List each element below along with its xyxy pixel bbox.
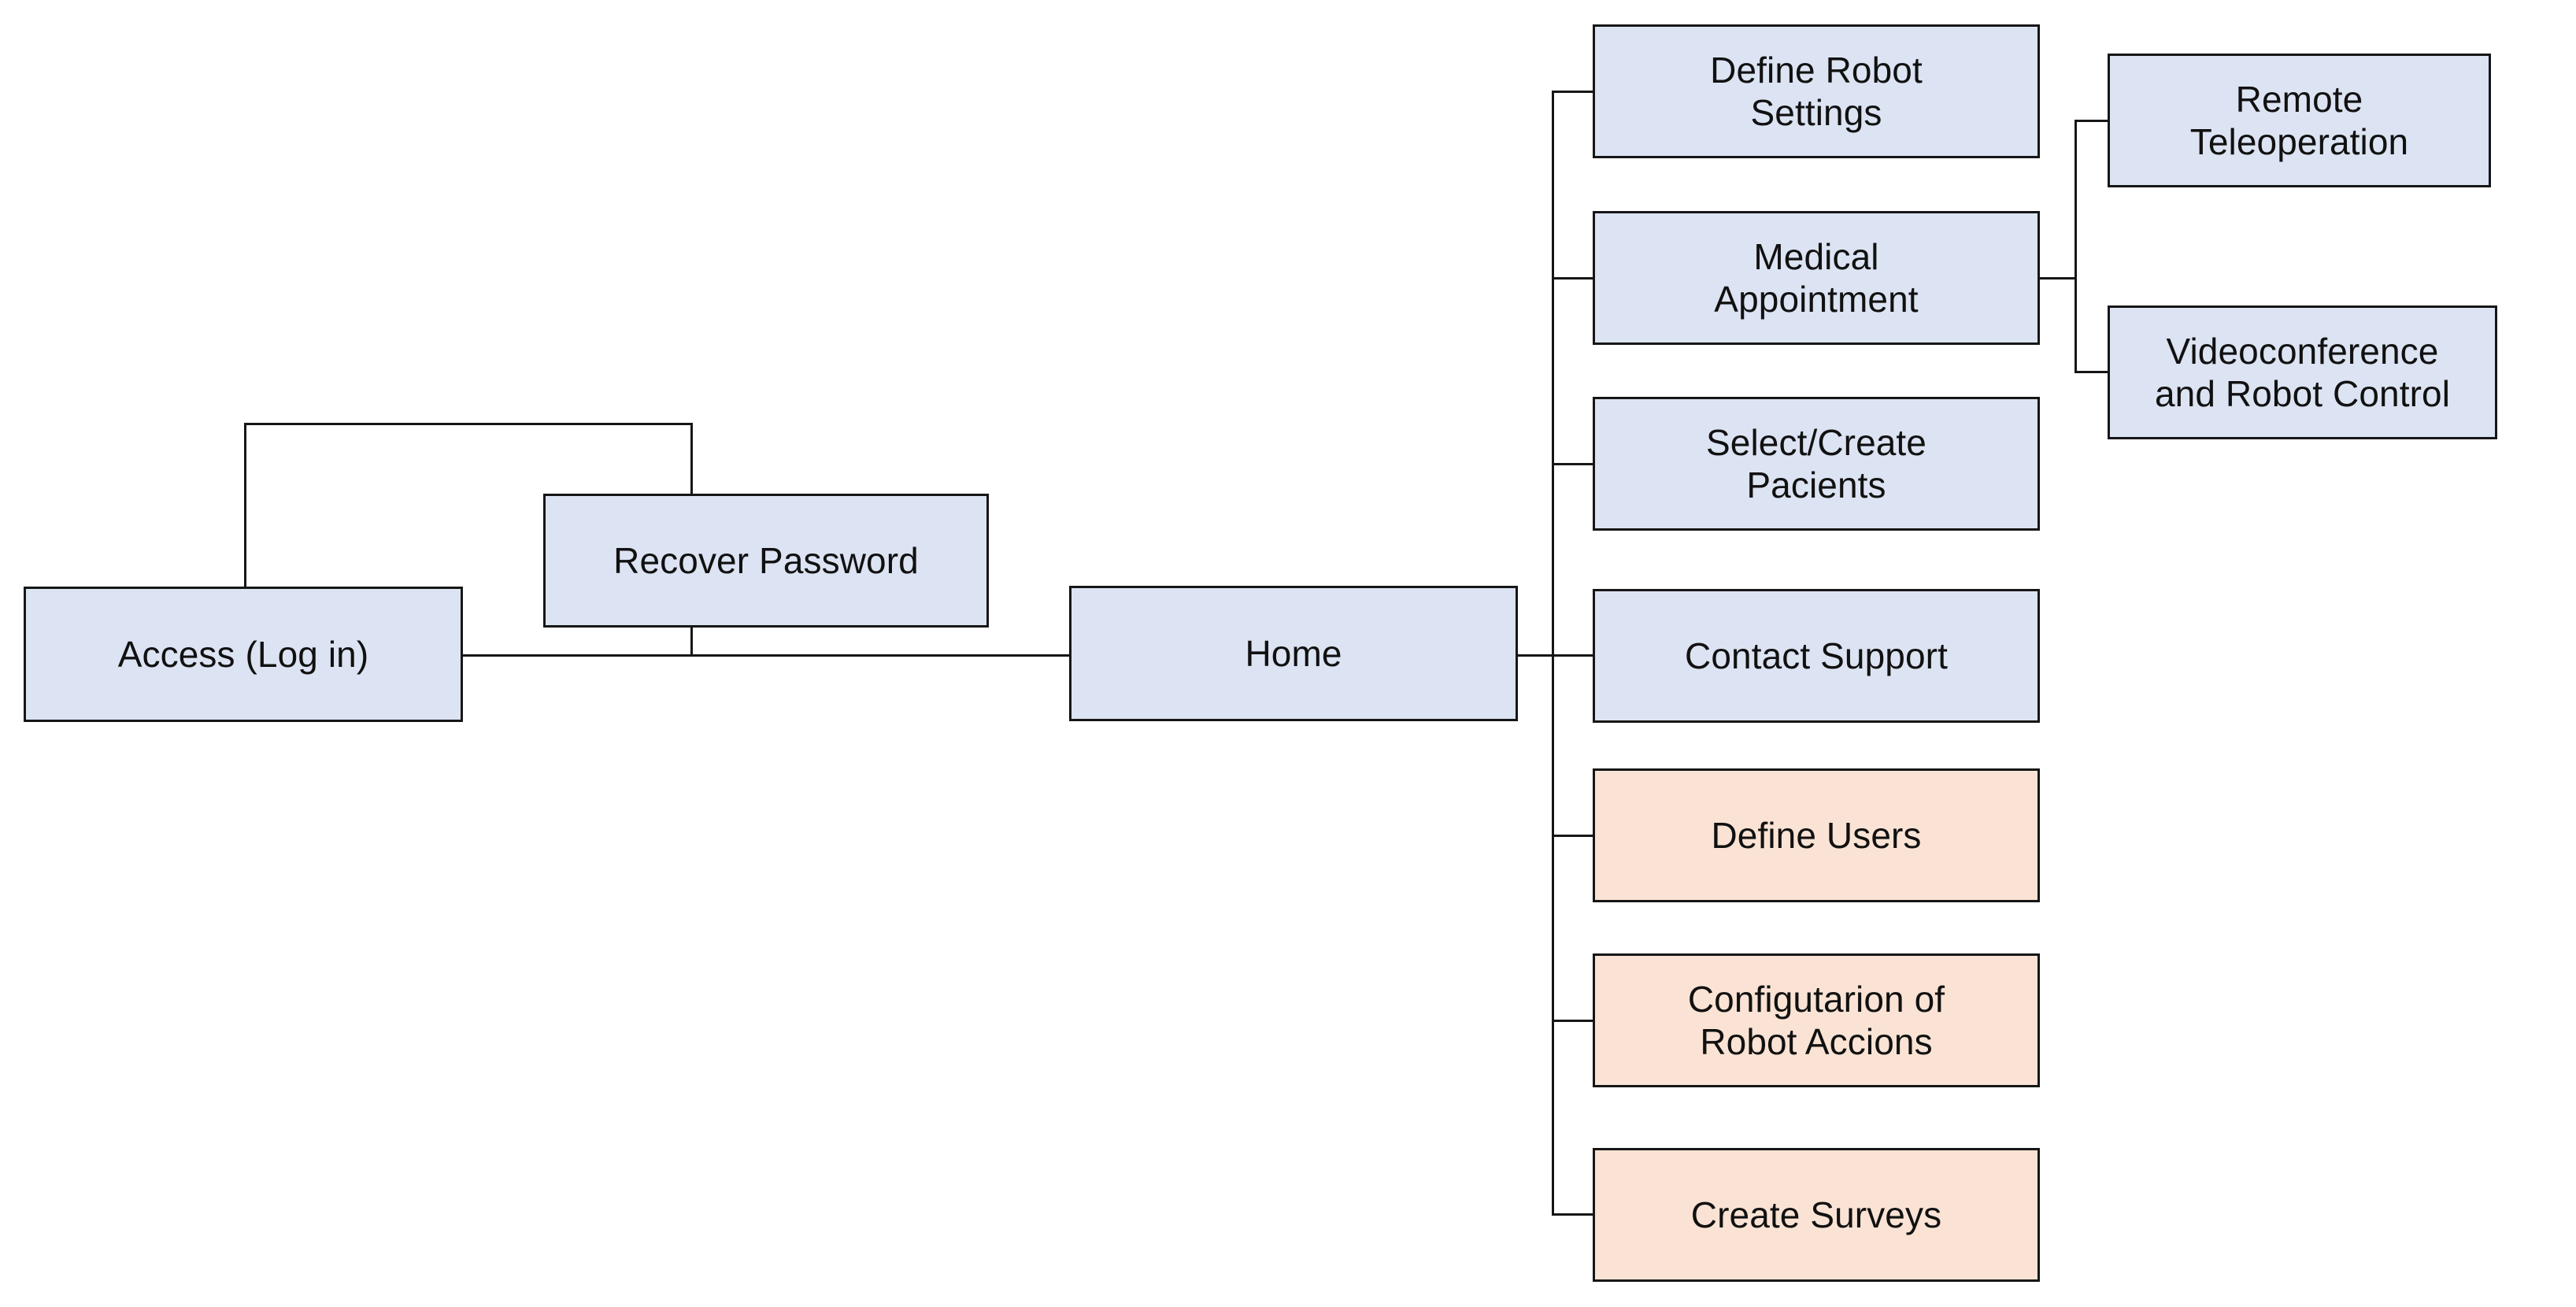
- node-label: Select/Create Pacients: [1706, 421, 1926, 505]
- node-home[interactable]: Home: [1069, 586, 1518, 721]
- connector-stub-medical-appointment: [1552, 277, 1595, 280]
- connector-sub-trunk: [2074, 120, 2077, 373]
- node-remote-teleoperation[interactable]: Remote Teleoperation: [2108, 54, 2491, 187]
- node-label: Recover Password: [613, 539, 919, 581]
- node-configutarion-of-robot-accions[interactable]: Configutarion of Robot Accions: [1593, 953, 2040, 1087]
- connector-stub-define-users: [1552, 835, 1595, 837]
- node-label: Configutarion of Robot Accions: [1687, 978, 1945, 1062]
- connector-medical-out: [2037, 277, 2077, 280]
- node-medical-appointment[interactable]: Medical Appointment: [1593, 211, 2040, 345]
- connector-access-up: [244, 423, 246, 588]
- node-contact-support[interactable]: Contact Support: [1593, 589, 2040, 723]
- connector-access-to-home: [461, 654, 1071, 657]
- node-recover-password[interactable]: Recover Password: [543, 494, 989, 628]
- connector-stub-select-create-pacients: [1552, 463, 1595, 465]
- connector-stub-videoconference: [2074, 371, 2110, 373]
- connector-stub-remote-teleoperation: [2074, 120, 2110, 122]
- node-label: Medical Appointment: [1714, 235, 1919, 320]
- node-label: Remote Teleoperation: [2189, 78, 2409, 162]
- node-label: Contact Support: [1685, 635, 1948, 676]
- node-create-surveys[interactable]: Create Surveys: [1593, 1148, 2040, 1282]
- node-label: Define Users: [1711, 814, 1922, 856]
- node-label: Create Surveys: [1690, 1194, 1942, 1235]
- connector-stub-contact-support: [1552, 654, 1595, 657]
- connector-recover-down: [690, 423, 693, 496]
- node-access-login[interactable]: Access (Log in): [24, 587, 463, 722]
- node-label: Videoconference and Robot Control: [2154, 330, 2451, 414]
- connector-stub-create-surveys: [1552, 1213, 1595, 1216]
- node-define-robot-settings[interactable]: Define Robot Settings: [1593, 24, 2040, 158]
- node-label: Home: [1245, 632, 1342, 674]
- node-define-users[interactable]: Define Users: [1593, 768, 2040, 902]
- connector-access-recover-top: [244, 423, 693, 425]
- node-label: Access (Log in): [117, 633, 369, 675]
- node-select-create-pacients[interactable]: Select/Create Pacients: [1593, 397, 2040, 531]
- connector-trunk: [1552, 91, 1554, 1216]
- connector-recover-to-mainline: [690, 625, 693, 657]
- connector-stub-define-robot-settings: [1552, 91, 1595, 93]
- node-label: Define Robot Settings: [1710, 49, 1923, 133]
- node-videoconference-and-robot-control[interactable]: Videoconference and Robot Control: [2108, 305, 2497, 439]
- connector-stub-configutarion-robot-accions: [1552, 1020, 1595, 1022]
